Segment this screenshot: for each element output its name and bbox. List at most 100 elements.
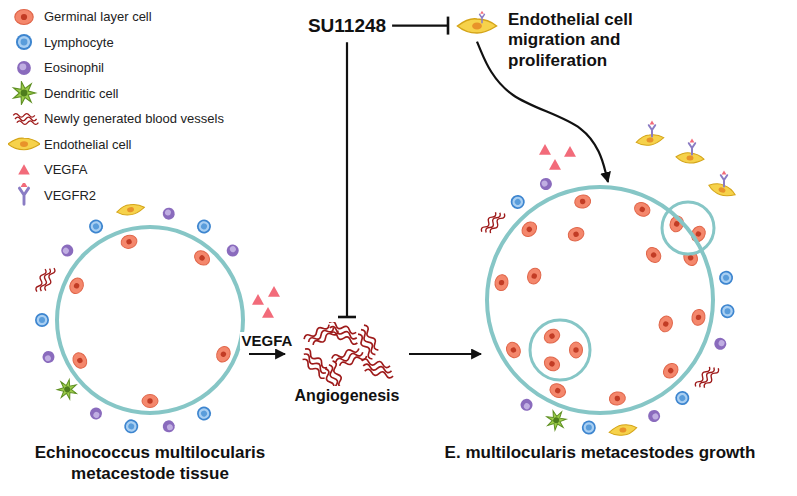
- germinal-cell: [15, 9, 33, 24]
- lymphocyte: [89, 219, 103, 233]
- endothelial-cell: [472, 22, 482, 29]
- dendritic-cell: [543, 408, 568, 433]
- endothelial-cell: [608, 423, 637, 438]
- germinal-cell: [21, 14, 27, 20]
- germinal-cell: [650, 251, 658, 259]
- endothelial-cell: [457, 18, 496, 32]
- legend-icon: [8, 158, 40, 182]
- eosinophil: [646, 408, 662, 424]
- legend-text: Germinal layer cell: [44, 9, 152, 24]
- lymphocyte: [586, 424, 593, 431]
- germinal-cell: [632, 200, 652, 219]
- lymphocyte: [508, 192, 528, 212]
- endothelial-cell: [8, 138, 40, 150]
- lymphocyte: [200, 222, 208, 230]
- vegfa-triangle: [18, 164, 30, 174]
- germinal-cell: [573, 347, 578, 352]
- germinal-cell: [639, 206, 646, 213]
- germinal-cell: [214, 344, 233, 364]
- eosinophil: [162, 207, 176, 221]
- vegfr2-receptor: [19, 188, 28, 204]
- lymphocyte: [197, 406, 211, 420]
- germinal-cell: [548, 381, 568, 400]
- lymphocyte: [723, 274, 730, 281]
- blood-vessel: [363, 364, 392, 374]
- label-holder: Endothelial cell migration and prolifera…: [508, 10, 704, 72]
- lymphocyte: [720, 304, 735, 319]
- lymphocyte: [21, 39, 28, 46]
- germinal-cell: [525, 266, 543, 285]
- lymphocyte: [720, 304, 735, 319]
- germinal-cell: [542, 354, 562, 373]
- germinal-cell: [220, 351, 227, 358]
- vegfa-triangle: [549, 159, 561, 170]
- germinal-cell: [660, 360, 681, 381]
- lymphocyte: [583, 422, 594, 433]
- endothelial-cell: [676, 152, 705, 165]
- lymphocyte: [581, 420, 596, 435]
- endothelial-cell: [116, 202, 145, 217]
- germinal-cell: [657, 314, 675, 333]
- vegfr2-receptor: [721, 175, 727, 186]
- endothelial-cell: [20, 141, 28, 147]
- lymphocyte: [720, 272, 732, 284]
- blood-vessel: [13, 113, 38, 124]
- lymphocyte: [678, 394, 686, 402]
- blood-vessel: [694, 362, 720, 392]
- lymphocyte: [86, 217, 105, 236]
- lymphocyte: [194, 404, 213, 423]
- eosinophil: [713, 336, 728, 351]
- vessel-icon: [289, 322, 405, 386]
- lymphocyte: [672, 388, 692, 408]
- germinal-cell: [695, 314, 701, 320]
- lymphocyte: [197, 219, 211, 233]
- vegfa-triangle: [268, 286, 280, 297]
- endothelial-cell: [646, 137, 654, 143]
- legend-icon: [8, 5, 40, 29]
- cyst-outline: [57, 227, 243, 413]
- cyst-outline: [55, 225, 245, 415]
- endothelial-cell: [619, 427, 627, 433]
- germinal-cell: [494, 274, 510, 292]
- lymphocyte: [86, 217, 105, 236]
- blood-vessel: [703, 367, 720, 389]
- vegfa-triangle: [252, 294, 264, 305]
- legend-row: Endothelial cell: [8, 132, 224, 158]
- endothelial-cell: [707, 180, 737, 199]
- lymphocyte: [718, 270, 734, 286]
- eosinophil: [518, 396, 535, 413]
- dendritic-cell: [21, 90, 28, 97]
- germinal-cell: [667, 367, 675, 375]
- vegfr2-receptor: [650, 120, 655, 124]
- lymphocyte: [722, 305, 733, 316]
- vegfa-triangle: [268, 286, 280, 297]
- vegfr2-receptor: [649, 125, 655, 136]
- connector: [346, 42, 348, 317]
- blood-vessel: [44, 267, 56, 291]
- connector: [392, 24, 448, 26]
- endothelial-cell: [676, 152, 705, 165]
- eosinophil: [162, 419, 176, 433]
- blood-vessel: [364, 369, 393, 379]
- eosinophil: [538, 176, 554, 192]
- germinal-cell: [142, 395, 158, 408]
- germinal-cell: [574, 194, 592, 210]
- germinal-cell: [70, 350, 89, 370]
- legend-text: VEGFA: [44, 162, 87, 177]
- germinal-cell: [570, 342, 583, 358]
- vegfr2-receptor: [722, 170, 727, 174]
- lymphocyte: [123, 418, 139, 434]
- germinal-cell: [504, 340, 523, 360]
- lymphocyte: [125, 420, 137, 432]
- vegfa-triangle: [564, 146, 576, 157]
- endothelial-cell: [686, 155, 693, 161]
- label-holder: Echinococcus multilocularis metacestode …: [19, 443, 281, 484]
- germinal-cell: [15, 9, 33, 24]
- eosinophil: [541, 180, 549, 188]
- eosinophil: [17, 61, 31, 75]
- vegfr2-receptor: [721, 170, 727, 186]
- blood-vessel: [484, 212, 501, 234]
- eosinophil: [718, 339, 726, 347]
- germinal-cell: [542, 327, 562, 346]
